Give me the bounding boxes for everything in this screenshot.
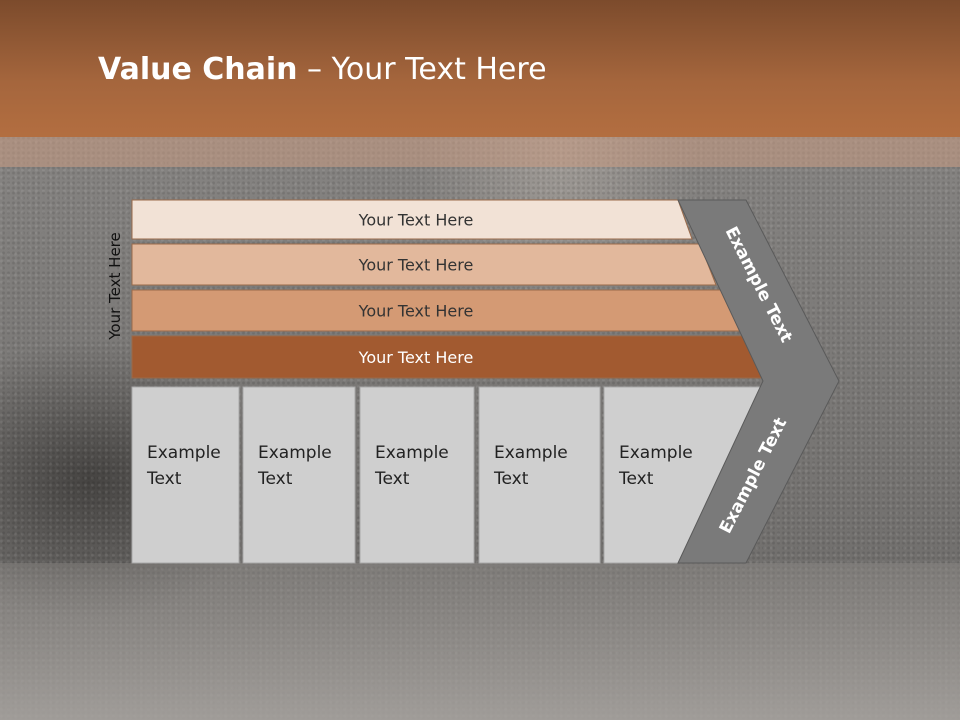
boxes-shapes xyxy=(131,386,763,564)
primary-box-3 xyxy=(359,386,475,564)
primary-box-line1: Example xyxy=(619,443,693,463)
primary-box-line1: Example xyxy=(375,443,449,463)
primary-box-line2: Text xyxy=(375,469,410,489)
primary-box-line1: Example xyxy=(494,443,568,463)
slide-title-rest: – Your Text Here xyxy=(297,52,547,87)
slide-title: Value Chain – Your Text Here xyxy=(98,52,547,87)
primary-box-4 xyxy=(478,386,601,564)
slide-title-bold: Value Chain xyxy=(98,52,298,87)
primary-box-line1: Example xyxy=(147,443,221,463)
support-bar-label-4: Your Text Here xyxy=(358,348,474,367)
title-bar xyxy=(0,0,960,137)
margin-chevron xyxy=(677,199,840,564)
support-bar-label-1: Your Text Here xyxy=(358,211,474,230)
primary-box-2 xyxy=(242,386,356,564)
support-bar-label-2: Your Text Here xyxy=(358,256,474,275)
primary-box-line2: Text xyxy=(619,469,654,489)
primary-box-line2: Text xyxy=(494,469,529,489)
reflection-fade xyxy=(0,563,960,720)
support-bar-label-3: Your Text Here xyxy=(358,302,474,321)
primary-box-line2: Text xyxy=(258,469,293,489)
support-bar-2 xyxy=(131,243,717,286)
support-bar-1 xyxy=(131,199,693,240)
primary-box-line2: Text xyxy=(147,469,182,489)
primary-box-1 xyxy=(131,386,240,564)
title-bar-strip xyxy=(0,137,960,167)
primary-box-line1: Example xyxy=(258,443,332,463)
